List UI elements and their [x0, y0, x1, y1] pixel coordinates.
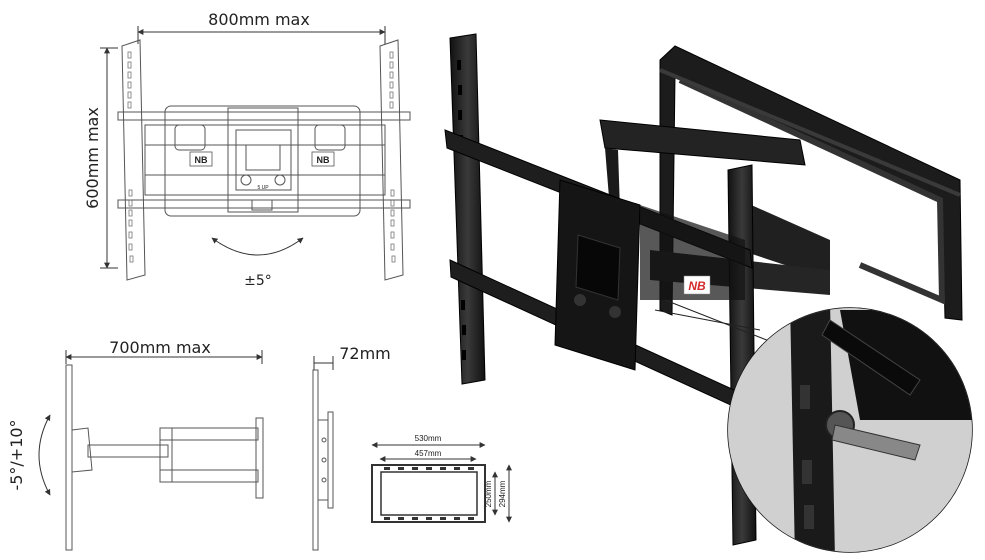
- side-arm-front: [87, 444, 169, 458]
- left-logo-badge: NB: [189, 151, 213, 167]
- outer-width-label: 530mm: [415, 434, 442, 443]
- inner-arm-frame: [144, 124, 386, 196]
- left-hinge: [174, 124, 206, 151]
- main-frame: [164, 105, 361, 217]
- tv-rail-left: [449, 33, 486, 385]
- plate-cutout: [235, 129, 292, 191]
- right-hinge: [314, 124, 346, 151]
- side-view-drawing: 700mm max -5°/+10°: [7, 338, 264, 551]
- height-max-label: 600mm max: [83, 107, 102, 209]
- center-wall-plate: [227, 107, 299, 213]
- side-wall-plate: [255, 417, 264, 499]
- zoom-arm-bracket: [840, 310, 972, 420]
- inner-height-label: 250mm: [484, 480, 493, 507]
- right-logo-badge: NB: [311, 151, 335, 167]
- plate-text-label: 5 UP: [257, 185, 269, 191]
- profile-view-drawing: 72mm: [312, 344, 391, 551]
- profile-tv-rail: [312, 369, 319, 551]
- side-arm-upper: [159, 427, 259, 441]
- nb-logo-text: NB: [688, 279, 706, 293]
- extension-max-label: 700mm max: [109, 338, 211, 357]
- upper-arm: [599, 119, 806, 166]
- inner-width-label: 457mm: [415, 449, 442, 458]
- width-max-label: 800mm max: [208, 10, 310, 29]
- side-arm-lower: [159, 469, 259, 483]
- outer-height-label: 294mm: [498, 480, 507, 507]
- arm-joint: [740, 200, 830, 280]
- product-3d-render: NB: [444, 33, 973, 553]
- tilt-label: -5°/+10°: [7, 419, 26, 490]
- side-tv-rail: [65, 364, 73, 551]
- front-view-drawing: 800mm max 600mm max 5: [83, 10, 411, 289]
- zoom-detail-circle: [727, 307, 973, 553]
- profile-wall-plate: [327, 411, 334, 509]
- plate-outline: [371, 464, 486, 523]
- profile-label: 72mm: [339, 344, 391, 363]
- plate-window: [245, 144, 281, 171]
- left-logo-text: NB: [195, 155, 208, 165]
- right-logo-text: NB: [317, 155, 330, 165]
- zoom-rail: [790, 308, 835, 552]
- swivel-arrow: [211, 237, 304, 256]
- bottom-horizontal-bar: [117, 199, 411, 209]
- wall-plate-dimensions: 530mm 457mm 250mm 294mm: [371, 434, 512, 523]
- swivel-label: ±5°: [244, 273, 272, 289]
- top-horizontal-bar: [117, 111, 411, 121]
- nb-logo-badge: NB: [683, 275, 711, 295]
- plate-inner: [380, 471, 478, 516]
- left-vertical-rail: [121, 39, 146, 281]
- right-vertical-rail: [379, 39, 404, 281]
- tilt-bracket: [71, 427, 93, 473]
- tilt-arrow: [38, 414, 51, 496]
